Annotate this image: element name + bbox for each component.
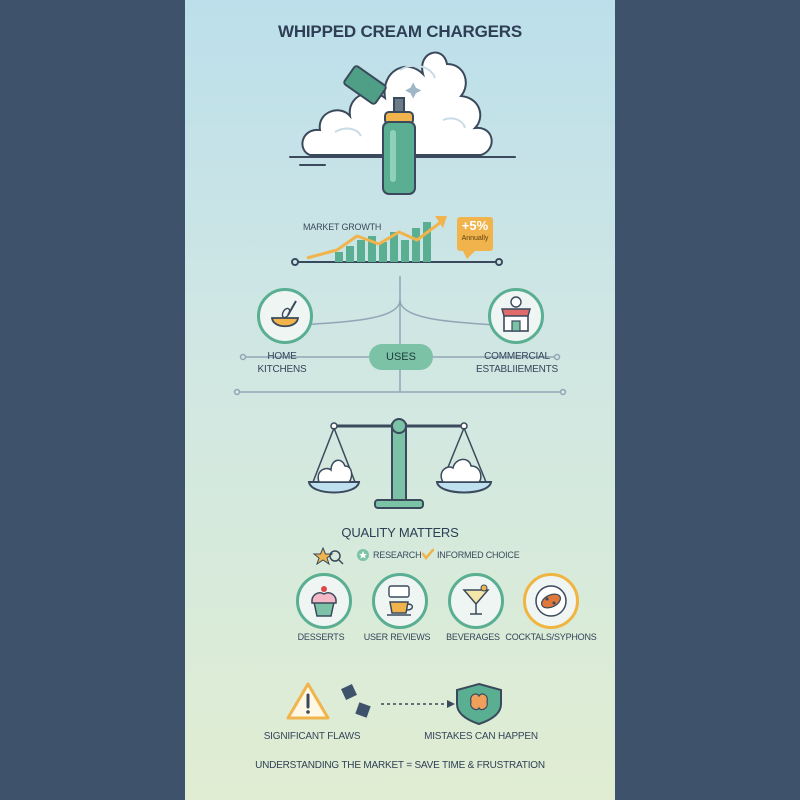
growth-badge-value: +5% (461, 218, 489, 233)
balance-scale-icon (307, 418, 493, 509)
mistakes-label: MISTAKES CAN HAPPEN (424, 731, 538, 742)
growth-badge-sub: Annually (461, 235, 489, 242)
page-title: WHIPPED CREAM CHARGERS (277, 22, 522, 41)
whisk-bowl-icon (271, 300, 299, 328)
quality-title: QUALITY MATTERS (341, 525, 459, 540)
category-circle-beverages (448, 573, 504, 629)
category-label-desserts: DESSERTS (297, 632, 345, 642)
significant-flaws-label: SIGNIFICANT FLAWS (263, 731, 361, 742)
growth-badge: +5% Annually (457, 217, 493, 259)
uses-pill: USES (369, 344, 433, 370)
category-circle-reviews (372, 573, 428, 629)
footer-text: UNDERSTANDING THE MARKET = SAVE TIME & F… (255, 760, 545, 771)
growth-chart-icon (291, 216, 503, 266)
coffee-cup-icon (387, 585, 414, 616)
category-label-cocktails: COCKTALS/SYPHONS (505, 632, 597, 642)
home-kitchens-label-2: KITCHENS (257, 364, 307, 375)
cupcake-icon (311, 586, 337, 617)
category-circle-desserts (296, 573, 352, 629)
home-kitchen-circle (257, 288, 313, 344)
charger-canister-icon (343, 65, 416, 195)
home-kitchens-label-1: HOME (267, 351, 297, 362)
commercial-label-2: ESTABLIIEMENTS (475, 364, 559, 375)
commercial-label-1: COMMERCIAL (484, 351, 550, 362)
illustration-layer (233, 51, 567, 726)
category-label-reviews: USER REVIEWS (363, 632, 431, 642)
category-label-beverages: BEVERAGES (446, 632, 500, 642)
star-search-icon (312, 546, 344, 566)
martini-icon (462, 584, 490, 615)
informed-choice-label: INFORMED CHOICE (437, 550, 520, 560)
broken-puzzle-icon (341, 684, 371, 718)
shield-brain-icon (456, 682, 502, 726)
warning-triangle-icon (286, 682, 330, 720)
sparkle-icon (405, 82, 422, 99)
research-label: RESEARCH (373, 550, 422, 560)
growth-label: MARKET GROWTH (303, 222, 382, 232)
infographic-panel: WHIPPED CREAM CHARGERS (185, 0, 615, 800)
category-circle-cocktails (523, 573, 579, 629)
commercial-circle (488, 288, 544, 344)
uses-connector-lines (240, 276, 560, 393)
storefront-icon (501, 296, 531, 332)
plate-food-icon (535, 585, 567, 617)
checkmark-icon (421, 548, 435, 560)
